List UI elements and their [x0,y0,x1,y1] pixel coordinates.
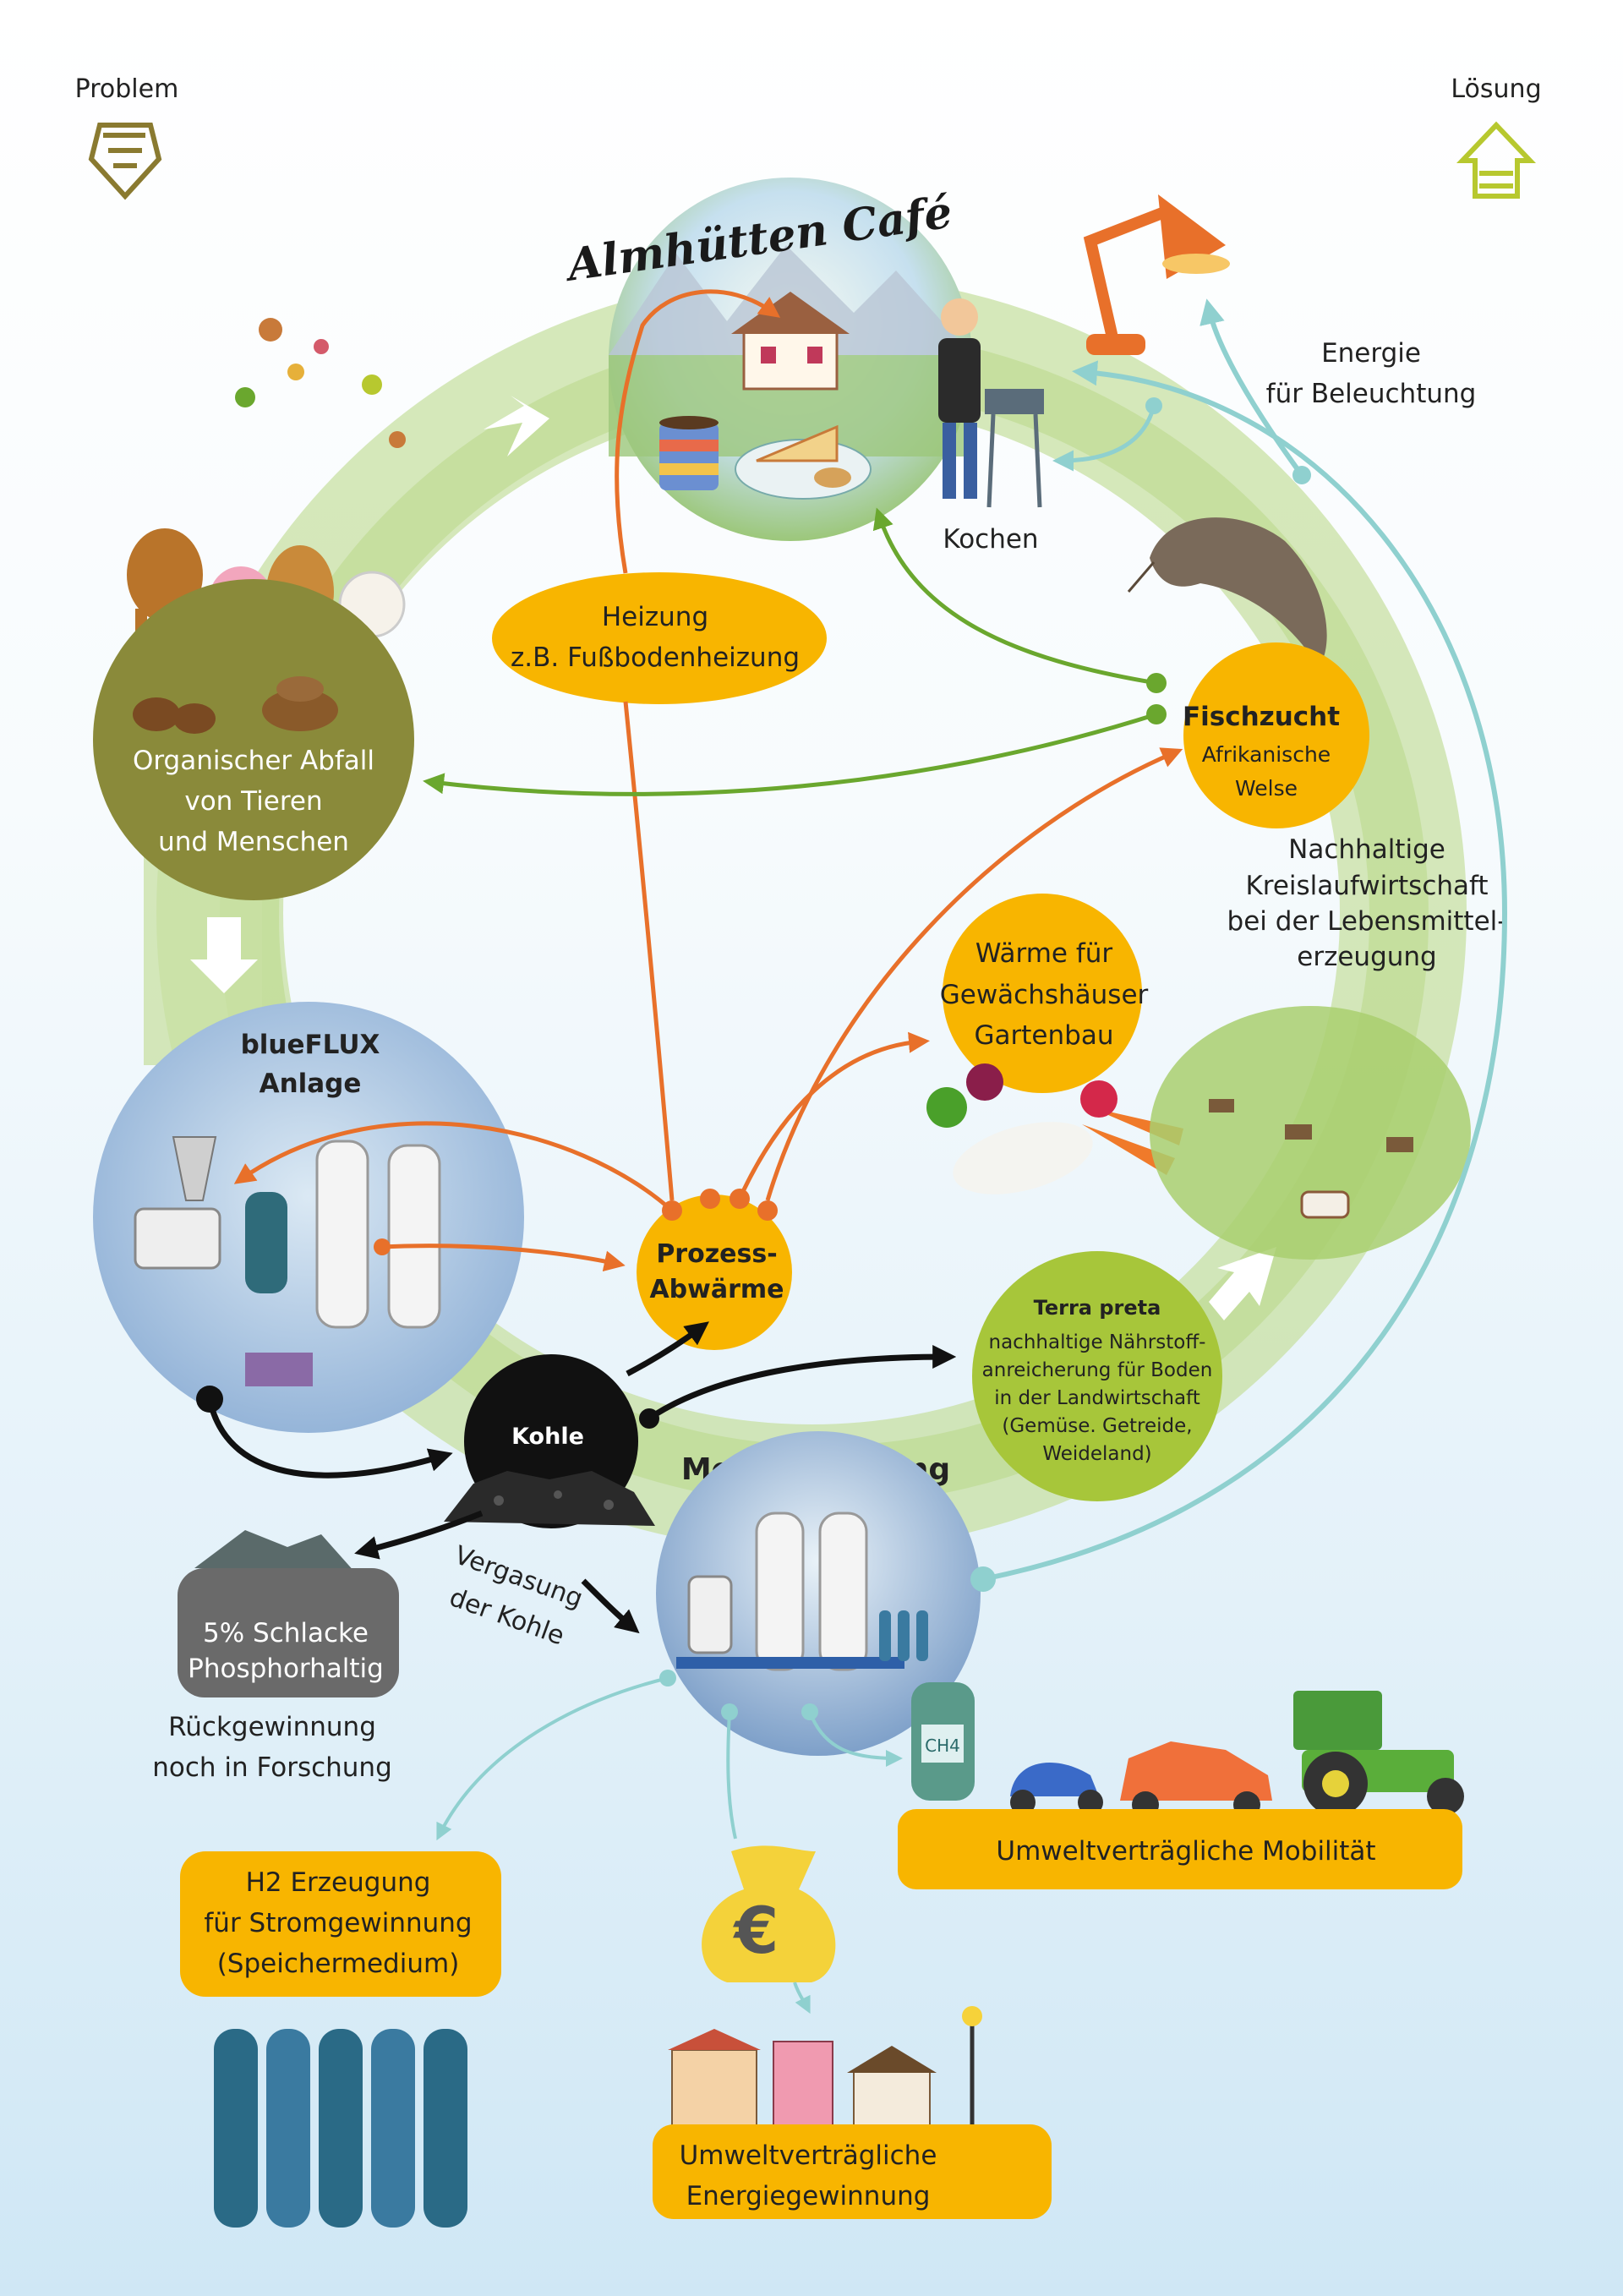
plant-machinery-illustration [134,1136,441,1386]
recovery-label-line2: noch in Forschung [152,1752,392,1783]
lighting-label-line2: für Beleuchtung [1266,379,1477,409]
methanation-energy-dot [970,1566,996,1592]
problem-label: Problem [75,74,179,104]
vegetables-icon [926,1063,1183,1194]
terra-preta-line4: (Gemüse. Getreide, [1002,1415,1192,1437]
waste-label-line1: Organischer Abfall [133,746,374,776]
pump-label: CH4 [925,1736,960,1756]
coal-connector-dot [639,1408,659,1429]
terra-preta-circle [972,1251,1222,1501]
terra-preta-line2: anreicherung für Boden [982,1359,1213,1381]
slag-box [178,1568,399,1697]
cafe-scene [609,245,1044,508]
tractor-icon [1293,1691,1464,1816]
plant-coal-dot [196,1386,223,1413]
fish-farming-title: Fischzucht [1183,702,1340,732]
houses-icon [668,2006,982,2127]
pasture-landscape [1150,1006,1471,1260]
energy-branch-dot [1292,466,1311,484]
cook-figure-icon [938,298,1044,508]
slag-label-line1: 5% Schlacke [203,1618,369,1648]
heat-connector-dot [700,1189,720,1209]
fish-connector-dot [1146,673,1167,693]
cycle-label-line2: Kreislaufwirtschaft [1245,871,1488,901]
methanation-plant-illustration [676,1512,928,1671]
hydrogen-label-line1: H2 Erzeugung [246,1867,431,1898]
solution-arrow-icon [1456,121,1536,199]
car-icon [1120,1741,1272,1818]
mobility-box [898,1809,1462,1889]
orange-heat-arrows [233,289,1183,1272]
coffee-cup-icon [659,416,719,490]
scooter-icon [1010,1763,1103,1815]
energy-box [653,2124,1052,2219]
terra-preta-line5: Weideland) [1042,1443,1151,1465]
hydrogen-label-line2: für Stromgewinnung [204,1908,472,1938]
green-arrows [423,507,1157,796]
flow-arrow-down [190,917,258,993]
fish-farming-line1: Afrikanische [1202,742,1331,767]
heat-connector-dot [757,1200,778,1221]
recovery-label-line1: Rückgewinnung [168,1712,376,1742]
problem-arrow-icon [88,123,162,200]
coal-pile-icon [444,1471,655,1526]
energy-branch-dot [1145,397,1162,414]
terra-preta-title: Terra preta [1034,1296,1161,1320]
money-bag-icon: € [702,1845,836,1982]
hydrogen-box [180,1851,501,1997]
slag-label-line2: Phosphorhaltig [188,1654,384,1684]
methanation-output-dot [801,1703,818,1720]
plant-heat-dot [374,1238,391,1255]
fish-farming-line2: Welse [1235,776,1298,801]
heating-ellipse [492,572,827,704]
gas-cylinders-icon [214,2029,467,2228]
greenhouse-label-line1: Wärme für [975,938,1113,969]
cycle-label-line3: bei der Lebensmittel- [1227,906,1507,937]
methanation-circle [656,1431,981,1756]
teal-energy-arrows [436,298,1508,2014]
cycle-label-line4: erzeugung [1297,942,1436,972]
black-coal-arrows [206,1321,957,1634]
euro-symbol: € [733,1893,779,1968]
terra-preta-line3: in der Landwirtschaft [994,1387,1200,1409]
process-heat-line1: Prozess- [656,1239,777,1269]
slag-illustration [194,1530,355,1572]
gas-pump-icon: CH4 [911,1682,975,1801]
chalet-icon [742,328,839,391]
cooking-label: Kochen [943,524,1038,555]
plant-label-line1: blueFLUX [241,1030,380,1060]
heating-label-line2: z.B. Fußbodenheizung [511,642,800,673]
plant-label-line2: Anlage [260,1069,362,1099]
cycle-label-line1: Nachhaltige [1288,834,1445,865]
lighting-label-line1: Energie [1321,338,1421,369]
greenhouse-label-line2: Gewächshäuser [940,980,1149,1010]
mobility-label: Umweltverträgliche Mobilität [996,1836,1375,1867]
process-heat-circle [637,1194,792,1350]
flow-arrow-top-left [484,396,549,456]
methanation-output-dot [659,1670,676,1686]
hydrogen-label-line3: (Speichermedium) [217,1949,460,1979]
coal-label: Kohle [511,1424,584,1450]
greenhouse-heat-circle [943,894,1142,1093]
heating-label-line1: Heizung [602,602,708,632]
lamp-icon [1083,194,1230,355]
solution-label: Lösung [1451,74,1541,104]
manure-icon [133,676,338,734]
waste-label-line2: von Tieren [184,786,322,817]
terra-preta-line1: nachhaltige Nährstoff- [989,1331,1206,1353]
catfish-icon [1127,517,1327,668]
waste-label-line3: und Menschen [158,827,349,857]
fish-connector-dot [1146,704,1167,724]
flow-arrow-up-right [1209,1247,1276,1320]
fish-farming-circle [1183,642,1369,828]
energy-label-line1: Umweltverträgliche [680,2140,937,2171]
process-heat-line2: Abwärme [649,1275,784,1304]
methanation-output-dot [721,1703,738,1720]
cake-plate-icon [735,424,872,500]
energy-label-line2: Energiegewinnung [686,2181,931,2211]
organic-waste-circle [93,579,414,900]
greenhouse-label-line3: Gartenbau [975,1020,1114,1051]
